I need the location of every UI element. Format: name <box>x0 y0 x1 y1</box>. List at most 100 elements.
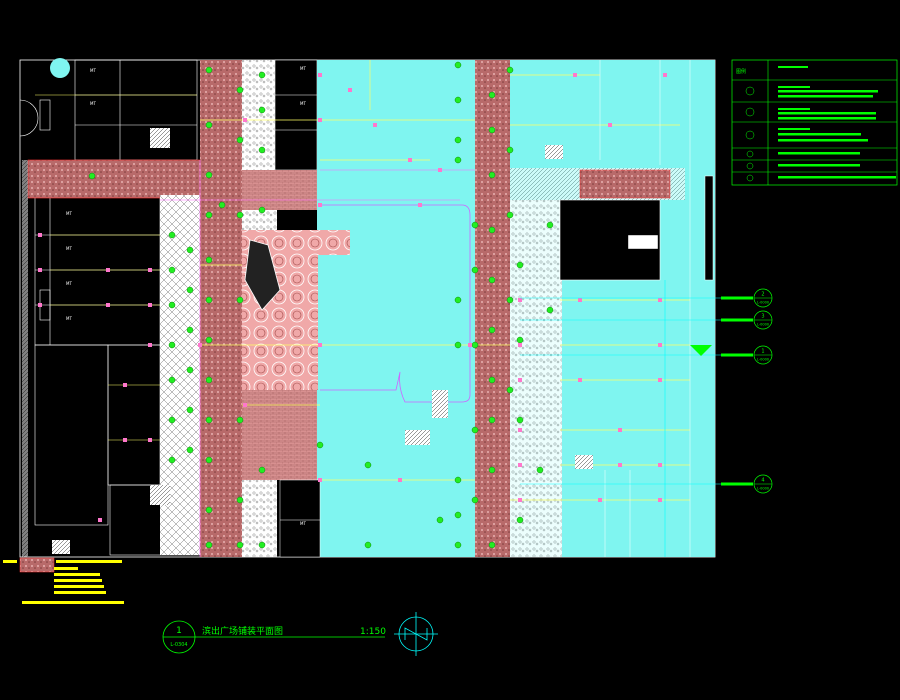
tree-symbol <box>205 211 213 219</box>
corner-arc <box>19 99 39 137</box>
section-marker: 3L-0000 <box>721 310 773 330</box>
section-marker-bar <box>721 296 753 300</box>
right-plaza-outline <box>599 60 691 557</box>
section-marker-bar <box>721 318 753 322</box>
tree-marker <box>50 58 70 78</box>
tree-symbol <box>364 461 372 469</box>
tree-symbol <box>516 336 524 344</box>
tree-symbol <box>488 376 496 384</box>
tree-symbol <box>546 221 554 229</box>
tree-symbol <box>488 416 496 424</box>
tree-symbol <box>258 466 266 474</box>
section-marker-sheet: L-0000 <box>757 323 769 327</box>
section-marker-bar <box>721 353 753 357</box>
tree-symbol <box>488 171 496 179</box>
light-marker <box>198 343 202 347</box>
brick-paving-lower <box>242 390 320 480</box>
light-marker <box>243 403 247 407</box>
section-marker-sheet: L-0000 <box>757 301 769 305</box>
tree-symbol <box>168 341 176 349</box>
light-marker <box>518 498 522 502</box>
tree-symbol <box>168 456 176 464</box>
tree-symbol <box>454 156 462 164</box>
left-edge-strip <box>22 160 28 557</box>
light-marker <box>148 268 152 272</box>
tree-symbol <box>186 326 194 334</box>
tree-symbol <box>236 211 244 219</box>
tree-symbol <box>471 266 479 274</box>
light-marker <box>658 378 662 382</box>
tree-symbol <box>205 506 213 514</box>
sheet-edge-bar <box>704 175 714 281</box>
light-marker <box>468 343 472 347</box>
light-marker <box>658 463 662 467</box>
light-marker <box>318 203 322 207</box>
red-paving-corridor-right <box>475 60 510 557</box>
light-marker <box>148 343 152 347</box>
right-red-band <box>579 169 671 199</box>
room-label: MT <box>66 281 72 286</box>
light-marker <box>578 298 582 302</box>
plaza-lawn-outline <box>320 204 471 403</box>
light-marker <box>518 298 522 302</box>
section-marker-bar <box>721 482 753 486</box>
light-marker <box>663 73 667 77</box>
tree-symbol <box>205 416 213 424</box>
tree-symbol <box>186 246 194 254</box>
tree-symbol <box>205 456 213 464</box>
section-marker-number: 3 <box>761 314 764 320</box>
tree-symbol <box>488 466 496 474</box>
drawing-title: 滨出广场铺装平面图 <box>202 625 283 637</box>
tree-symbol <box>168 301 176 309</box>
light-marker <box>618 463 622 467</box>
light-marker <box>106 268 110 272</box>
light-marker <box>348 88 352 92</box>
tree-symbol <box>258 106 266 114</box>
tree-symbol <box>516 261 524 269</box>
tree-symbol <box>454 476 462 484</box>
room-label: MT <box>66 316 72 321</box>
tree-symbol <box>236 496 244 504</box>
tree-symbol <box>488 326 496 334</box>
tree-symbol <box>471 221 479 229</box>
tree-symbol <box>454 541 462 549</box>
section-marker-number: 1 <box>761 349 764 355</box>
light-marker <box>598 498 602 502</box>
tree-symbol <box>471 341 479 349</box>
light-marker <box>98 518 102 522</box>
tree-symbol <box>454 341 462 349</box>
room-label: MT <box>300 521 306 526</box>
tree-symbol <box>516 516 524 524</box>
tree-symbol <box>258 206 266 214</box>
tree-symbol <box>436 516 444 524</box>
light-marker <box>373 123 377 127</box>
light-marker <box>123 438 127 442</box>
tree-symbol <box>236 86 244 94</box>
light-marker <box>658 498 662 502</box>
tree-symbol <box>88 172 96 180</box>
tree-symbol <box>205 296 213 304</box>
room-label: MT <box>90 68 96 73</box>
plaza-magenta-lines <box>160 160 475 557</box>
room-label: MT <box>300 66 306 71</box>
light-marker <box>38 303 42 307</box>
tree-symbol <box>506 296 514 304</box>
room-label: MT <box>66 246 72 251</box>
tree-symbol <box>205 256 213 264</box>
tree-symbol <box>258 71 266 79</box>
room-label: MT <box>66 211 72 216</box>
tree-symbol <box>488 226 496 234</box>
tree-symbol <box>471 426 479 434</box>
paving-band-left <box>27 159 209 199</box>
light-marker <box>318 343 322 347</box>
tree-symbol <box>186 406 194 414</box>
light-marker <box>438 168 442 172</box>
tree-symbol <box>488 276 496 284</box>
light-marker <box>418 203 422 207</box>
tree-symbol <box>236 541 244 549</box>
tree-symbol <box>454 136 462 144</box>
light-marker <box>318 478 322 482</box>
light-marker <box>123 383 127 387</box>
section-marker-sheet: L-0000 <box>757 358 769 362</box>
